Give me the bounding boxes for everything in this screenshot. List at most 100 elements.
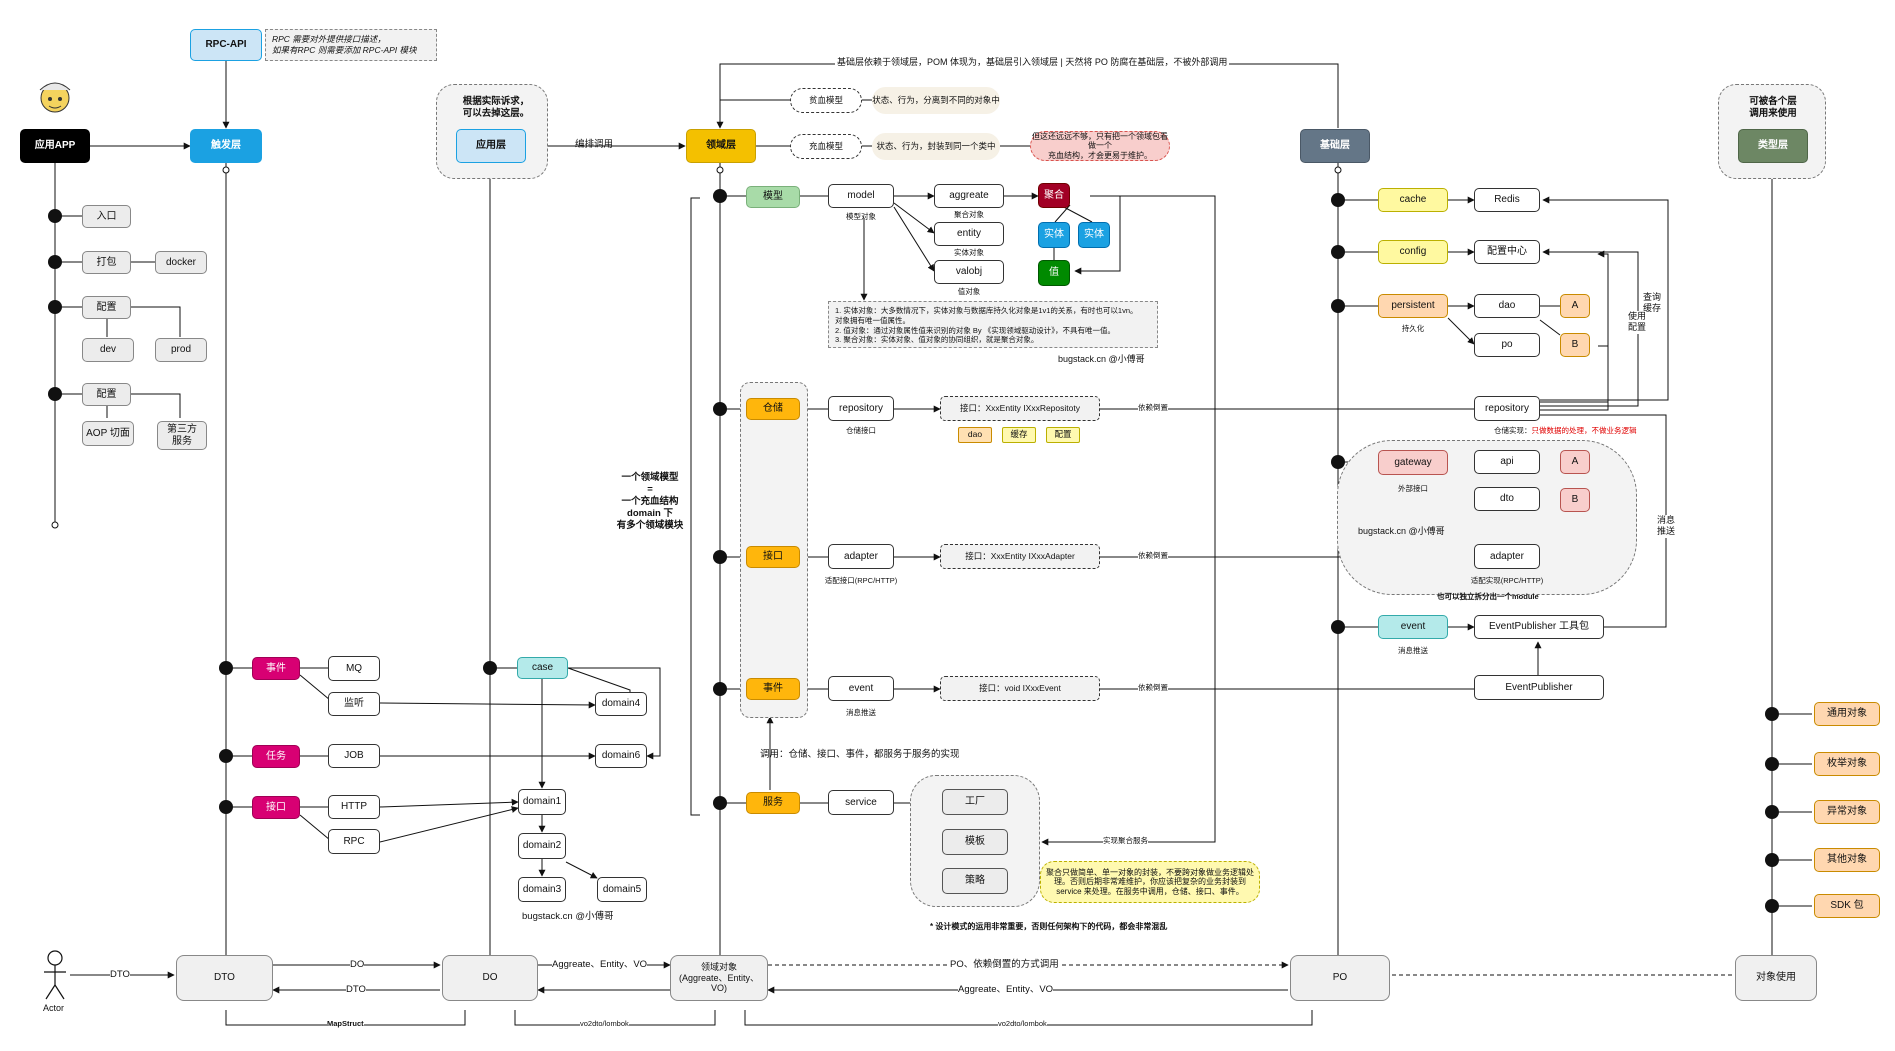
event-publisher-node[interactable]: EventPublisher: [1474, 675, 1604, 700]
do-object-node[interactable]: DO: [442, 955, 538, 1001]
trigger-event-tag[interactable]: 事件: [252, 657, 300, 680]
domain1-node[interactable]: domain1: [518, 789, 566, 815]
adapter-dep-inversion: 依赖倒置: [1138, 551, 1168, 561]
domain-side-desc: 一个领域模型 = 一个充血结构 domain 下 有多个领域模块: [616, 472, 684, 531]
domain2-node[interactable]: domain2: [518, 833, 566, 859]
domain-event-node[interactable]: event: [828, 676, 894, 701]
redis-node[interactable]: Redis: [1474, 188, 1540, 212]
domain3-node[interactable]: domain3: [518, 877, 566, 902]
domain-adapter-node[interactable]: adapter: [828, 544, 894, 569]
use-config-label: 使用 配置: [1628, 311, 1647, 334]
service-node[interactable]: service: [828, 790, 894, 815]
aggregate-node[interactable]: aggreate: [934, 184, 1004, 208]
infra-dto-node[interactable]: dto: [1474, 487, 1540, 511]
agg-entity-vo-label: Aggreate、Entity、VO: [552, 959, 648, 971]
infra-repository-node[interactable]: repository: [1474, 396, 1540, 421]
trigger-layer-node[interactable]: 触发层: [190, 129, 262, 163]
types-layer-node[interactable]: 类型层: [1738, 129, 1808, 163]
trigger-task-tag[interactable]: 任务: [252, 745, 300, 768]
job-node[interactable]: JOB: [328, 744, 380, 768]
rpc-node[interactable]: RPC: [328, 829, 380, 854]
adapter-sub: 适配接口(RPC/HTTP): [824, 576, 898, 585]
valobj-node[interactable]: valobj: [934, 260, 1004, 284]
infrastructure-layer-node[interactable]: 基础层: [1300, 129, 1370, 163]
service-tag[interactable]: 服务: [746, 792, 800, 814]
dao-a-node[interactable]: A: [1560, 294, 1590, 318]
domain-repository-node[interactable]: repository: [828, 396, 894, 421]
po-object-node[interactable]: PO: [1290, 955, 1390, 1001]
repo-impl-warning: 只做数据的处理，不做业务逻辑: [1531, 426, 1637, 435]
mq-node[interactable]: MQ: [328, 656, 380, 681]
value-box: 值: [1038, 260, 1070, 286]
domain-layer-node[interactable]: 领域层: [686, 129, 756, 163]
repo-impl-label: 仓储实现：: [1494, 426, 1532, 435]
rich-model-node[interactable]: 充血模型: [790, 134, 862, 159]
anemic-desc: 状态、行为，分离到不同的对象中: [872, 87, 1000, 114]
docker-node[interactable]: docker: [155, 251, 207, 274]
prod-node[interactable]: prod: [155, 338, 207, 362]
strategy-node[interactable]: 策略: [942, 868, 1008, 894]
domain4-node[interactable]: domain4: [595, 692, 647, 716]
repo-impl-note: 仓储实现：只做数据的处理，不做业务逻辑: [1494, 426, 1637, 435]
app-layer-node[interactable]: 应用APP: [20, 129, 90, 163]
domain6-node[interactable]: domain6: [595, 744, 647, 768]
gateway-node[interactable]: gateway: [1378, 450, 1448, 475]
vo2dto-label-2: vo2dto/lombok: [998, 1019, 1047, 1029]
api-b-node[interactable]: B: [1560, 488, 1590, 512]
config-node-2[interactable]: 配置: [82, 383, 131, 406]
template-node[interactable]: 模板: [942, 829, 1008, 855]
aop-node[interactable]: AOP 切面: [82, 421, 134, 446]
infra-cache-node[interactable]: cache: [1378, 188, 1448, 212]
actor-dto-label: DTO: [110, 969, 130, 981]
listen-node[interactable]: 监听: [328, 692, 380, 716]
rpc-api-node[interactable]: RPC-API: [190, 29, 262, 61]
event-publisher-tool-node[interactable]: EventPublisher 工具包: [1474, 615, 1604, 639]
domain-object-node[interactable]: 领域对象 (Aggreate、Entity、VO): [670, 955, 768, 1001]
service-warning: 聚合只做简单、单一对象的封装，不要跨对象做业务逻辑处 理。否则后期非常难维护，你…: [1040, 861, 1260, 903]
dto-back-label: DTO: [346, 984, 366, 996]
domain-model-tag[interactable]: 模型: [746, 186, 800, 208]
dao-b-node[interactable]: B: [1560, 333, 1590, 357]
exception-object-node[interactable]: 异常对象: [1814, 800, 1880, 824]
event-tag[interactable]: 事件: [746, 678, 800, 700]
api-node[interactable]: api: [1474, 450, 1540, 474]
api-a-node[interactable]: A: [1560, 450, 1590, 474]
repo-cache-chip: 缓存: [1002, 427, 1036, 443]
infra-po-node[interactable]: po: [1474, 333, 1540, 357]
impl-aggregate-label: 实现聚合服务: [1103, 836, 1148, 846]
anemic-model-node[interactable]: 贫血模型: [790, 88, 862, 113]
msg-push-label: 消息 推送: [1657, 515, 1676, 538]
sdk-package-node[interactable]: SDK 包: [1814, 894, 1880, 918]
infra-adapter-node[interactable]: adapter: [1474, 544, 1540, 569]
dto-object-node[interactable]: DTO: [176, 955, 273, 1001]
infra-dao-node[interactable]: dao: [1474, 294, 1540, 318]
domain5-node[interactable]: domain5: [597, 877, 647, 902]
vo2dto-label-1: vo2dto/lombok: [580, 1019, 629, 1029]
entry-node[interactable]: 入口: [82, 205, 131, 228]
adapter-tag[interactable]: 接口: [746, 546, 800, 568]
valobj-sub: 值对象: [957, 287, 981, 296]
dev-node[interactable]: dev: [82, 338, 134, 362]
repo-tag[interactable]: 仓储: [746, 398, 800, 420]
persistent-node[interactable]: persistent: [1378, 294, 1448, 318]
trigger-interface-tag[interactable]: 接口: [252, 796, 300, 819]
third-party-node[interactable]: 第三方 服务: [157, 421, 207, 450]
infra-config-node[interactable]: config: [1378, 240, 1448, 264]
application-layer-node[interactable]: 应用层: [456, 129, 526, 163]
other-object-node[interactable]: 其他对象: [1814, 848, 1880, 872]
object-use-node[interactable]: 对象使用: [1735, 955, 1817, 1001]
model-node[interactable]: model: [828, 184, 894, 208]
config-node-1[interactable]: 配置: [82, 296, 131, 319]
common-object-node[interactable]: 通用对象: [1814, 702, 1880, 726]
infra-event-node[interactable]: event: [1378, 615, 1448, 639]
enum-object-node[interactable]: 枚举对象: [1814, 752, 1880, 776]
http-node[interactable]: HTTP: [328, 795, 380, 819]
case-node[interactable]: case: [517, 657, 568, 679]
config-center-node[interactable]: 配置中心: [1474, 240, 1540, 264]
factory-node[interactable]: 工厂: [942, 789, 1008, 815]
types-note: 可被各个层 调用来使用: [1749, 96, 1797, 119]
entity-node[interactable]: entity: [934, 222, 1004, 246]
pack-node[interactable]: 打包: [82, 251, 131, 274]
application-note: 根据实际诉求， 可以去掉这层。: [462, 96, 530, 119]
